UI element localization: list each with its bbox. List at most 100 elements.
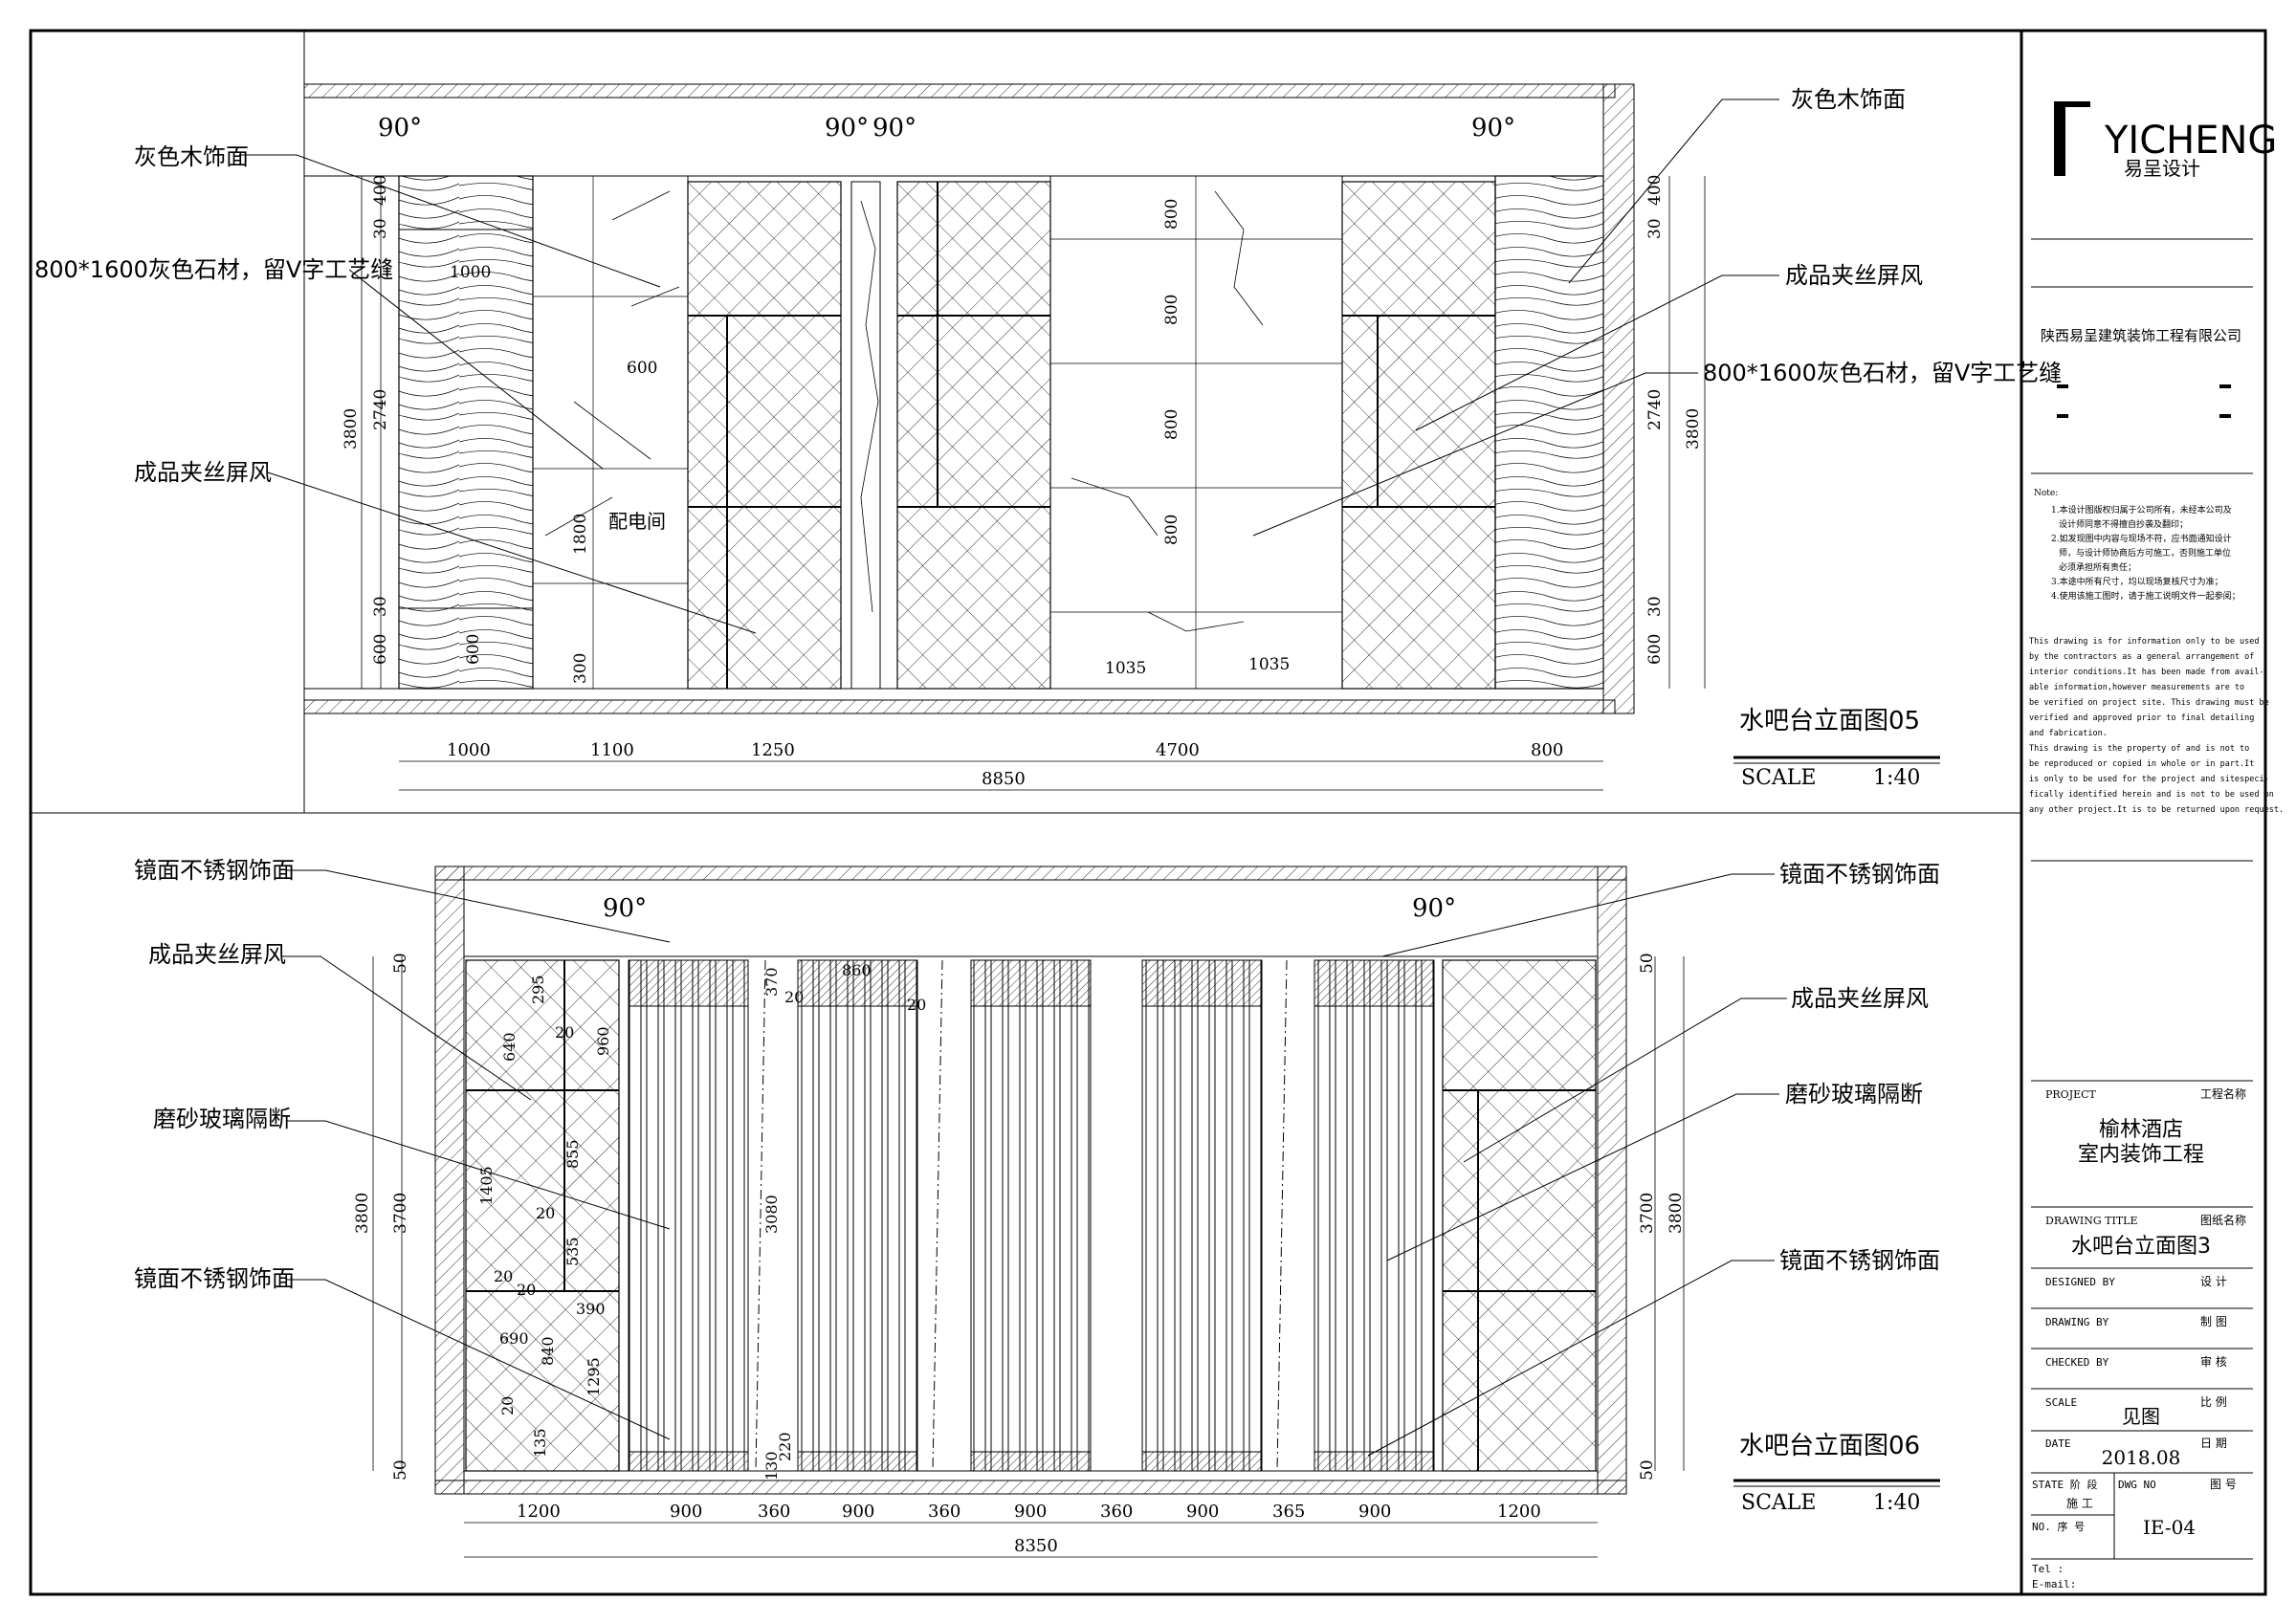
svg-text:135: 135 <box>531 1428 549 1458</box>
svg-text:365: 365 <box>1272 1502 1305 1522</box>
svg-text:日 期: 日 期 <box>2200 1437 2227 1450</box>
svg-text:960: 960 <box>594 1026 612 1056</box>
svg-text:130: 130 <box>762 1451 781 1480</box>
logo-subtext: 易呈设计 <box>2124 157 2200 180</box>
svg-text:855: 855 <box>563 1139 582 1169</box>
elevation-06: 镜面不锈钢饰面 成品夹丝屏风 磨砂玻璃隔断 镜面不锈钢饰面 镜面不锈钢饰面 成品… <box>134 857 1940 1558</box>
svg-text:is only to be used for the pro: is only to be used for the project and s… <box>2029 775 2269 784</box>
svg-text:SCALE: SCALE <box>1741 766 1816 790</box>
svg-text:400: 400 <box>1645 175 1665 206</box>
svg-text:30: 30 <box>371 596 390 617</box>
svg-text:SCALE: SCALE <box>2045 1396 2077 1409</box>
svg-text:20: 20 <box>494 1267 513 1285</box>
svg-text:600: 600 <box>1645 634 1665 665</box>
svg-text:1.本设计图版权归属于公司所有，未经本公司及: 1.本设计图版权归属于公司所有，未经本公司及 <box>2051 504 2232 515</box>
svg-text:verified and approved prior to: verified and approved prior to final det… <box>2029 713 2254 723</box>
svg-text:图 号: 图 号 <box>2210 1478 2237 1491</box>
svg-text:600: 600 <box>627 359 657 378</box>
svg-text:20: 20 <box>555 1023 574 1042</box>
svg-text:DRAWING BY: DRAWING BY <box>2045 1316 2109 1328</box>
svg-text:840: 840 <box>539 1336 557 1366</box>
svg-text:900: 900 <box>670 1502 702 1522</box>
svg-text:interior conditions.It has bee: interior conditions.It has been made fro… <box>2029 668 2264 677</box>
svg-text:图纸名称: 图纸名称 <box>2200 1213 2246 1227</box>
svg-text:This drawing is the property o: This drawing is the property of and is n… <box>2029 744 2249 754</box>
svg-text:DATE: DATE <box>2045 1437 2071 1450</box>
svg-text:640: 640 <box>500 1032 519 1062</box>
svg-text:3700: 3700 <box>391 1193 410 1234</box>
svg-text:1000: 1000 <box>447 740 491 760</box>
dwg-number: IE-04 <box>2143 1516 2196 1539</box>
svg-text:220: 220 <box>776 1432 794 1461</box>
label-screen-left: 成品夹丝屏风 <box>148 941 286 968</box>
svg-text:审 核: 审 核 <box>2200 1354 2227 1369</box>
svg-text:1200: 1200 <box>517 1502 561 1522</box>
svg-text:360: 360 <box>758 1502 790 1522</box>
svg-text:900: 900 <box>1358 1502 1391 1522</box>
svg-text:1295: 1295 <box>585 1357 603 1396</box>
svg-text:360: 360 <box>1100 1502 1133 1522</box>
elevation-05: 灰色木饰面 800*1600灰色石材，留V字工艺缝 成品夹丝屏风 灰色木饰面 成… <box>34 83 2062 791</box>
svg-text:50: 50 <box>1638 953 1657 974</box>
svg-text:30: 30 <box>371 218 390 239</box>
svg-text:50: 50 <box>391 1459 410 1480</box>
scale-value: 见图 <box>2122 1405 2160 1428</box>
svg-text:2740: 2740 <box>1645 389 1665 430</box>
company-name: 陕西易呈建筑装饰工程有限公司 <box>2041 327 2241 344</box>
svg-text:600: 600 <box>464 634 483 665</box>
svg-text:370: 370 <box>762 967 781 997</box>
svg-text:1800: 1800 <box>571 514 590 555</box>
svg-text:1200: 1200 <box>1497 1502 1541 1522</box>
view-title-05: 水吧台立面图05 <box>1739 707 1920 735</box>
notes-en: This drawing is for information only to … <box>2029 637 2284 815</box>
svg-text:Tel :: Tel : <box>2032 1563 2064 1575</box>
svg-text:by the contractors as a genera: by the contractors as a general arrangem… <box>2029 652 2254 662</box>
svg-text:be verified on project site. T: be verified on project site. This drawin… <box>2029 698 2269 708</box>
svg-text:690: 690 <box>499 1329 529 1348</box>
svg-text:1:40: 1:40 <box>1873 1491 1920 1515</box>
label-steel-left-top: 镜面不锈钢饰面 <box>134 857 295 884</box>
svg-text:This drawing is for informatio: This drawing is for information only to … <box>2029 637 2260 647</box>
label-stone-left: 800*1600灰色石材，留V字工艺缝 <box>34 256 393 283</box>
svg-text:DESIGNED BY: DESIGNED BY <box>2045 1276 2115 1288</box>
svg-text:and fabrication.: and fabrication. <box>2029 729 2108 738</box>
drawing-title: 水吧台立面图3 <box>2071 1235 2211 1259</box>
svg-text:1000: 1000 <box>450 263 491 282</box>
svg-text:SCALE: SCALE <box>1741 1491 1816 1515</box>
label-steel-right-top: 镜面不锈钢饰面 <box>1779 861 1940 888</box>
svg-text:比 例: 比 例 <box>2200 1395 2227 1409</box>
svg-text:STATE 阶 段: STATE 阶 段 <box>2032 1478 2097 1491</box>
label-wood-left: 灰色木饰面 <box>134 143 249 170</box>
svg-text:3800: 3800 <box>1667 1193 1686 1234</box>
svg-text:3700: 3700 <box>1638 1193 1657 1234</box>
svg-text:DRAWING TITLE: DRAWING TITLE <box>2045 1215 2138 1227</box>
svg-text:Note:: Note: <box>2034 489 2058 498</box>
svg-text:any other project.It is to be: any other project.It is to be returned u… <box>2029 805 2284 815</box>
svg-text:3800: 3800 <box>1684 408 1703 450</box>
label-steel-left-bottom: 镜面不锈钢饰面 <box>134 1265 295 1292</box>
svg-text:3.本途中所有尺寸，均以现场复核尺寸为准；: 3.本途中所有尺寸，均以现场复核尺寸为准； <box>2051 576 2223 587</box>
svg-text:2740: 2740 <box>371 389 390 430</box>
svg-text:3080: 3080 <box>762 1195 781 1234</box>
svg-text:be reproduced or copied in who: be reproduced or copied in whole or in p… <box>2029 759 2254 769</box>
svg-text:50: 50 <box>391 953 410 974</box>
svg-text:able information,however meas: able information,however measurements ar… <box>2029 683 2244 692</box>
angle: 90° <box>872 114 916 143</box>
label-room: 配电间 <box>608 510 666 533</box>
svg-text:295: 295 <box>529 975 547 1004</box>
svg-text:20: 20 <box>536 1204 555 1222</box>
svg-text:NO. 序 号: NO. 序 号 <box>2032 1520 2085 1533</box>
svg-text:8350: 8350 <box>1014 1536 1058 1556</box>
svg-text:600: 600 <box>371 634 390 665</box>
svg-text:1035: 1035 <box>1105 659 1146 678</box>
svg-text:30: 30 <box>1645 218 1665 239</box>
svg-text:800: 800 <box>1162 199 1181 230</box>
svg-text:50: 50 <box>1638 1459 1657 1480</box>
svg-text:400: 400 <box>371 175 390 206</box>
label-glass-right: 磨砂玻璃隔断 <box>1785 1081 1923 1108</box>
label-screen-right: 成品夹丝屏风 <box>1791 985 1929 1012</box>
svg-text:800: 800 <box>1162 295 1181 325</box>
title-block: YICHENG 易呈设计 陕西易呈建筑装饰工程有限公司 Note: 1.本设计图… <box>2029 101 2284 1590</box>
label-stone-right: 800*1600灰色石材，留V字工艺缝 <box>1703 360 2062 386</box>
